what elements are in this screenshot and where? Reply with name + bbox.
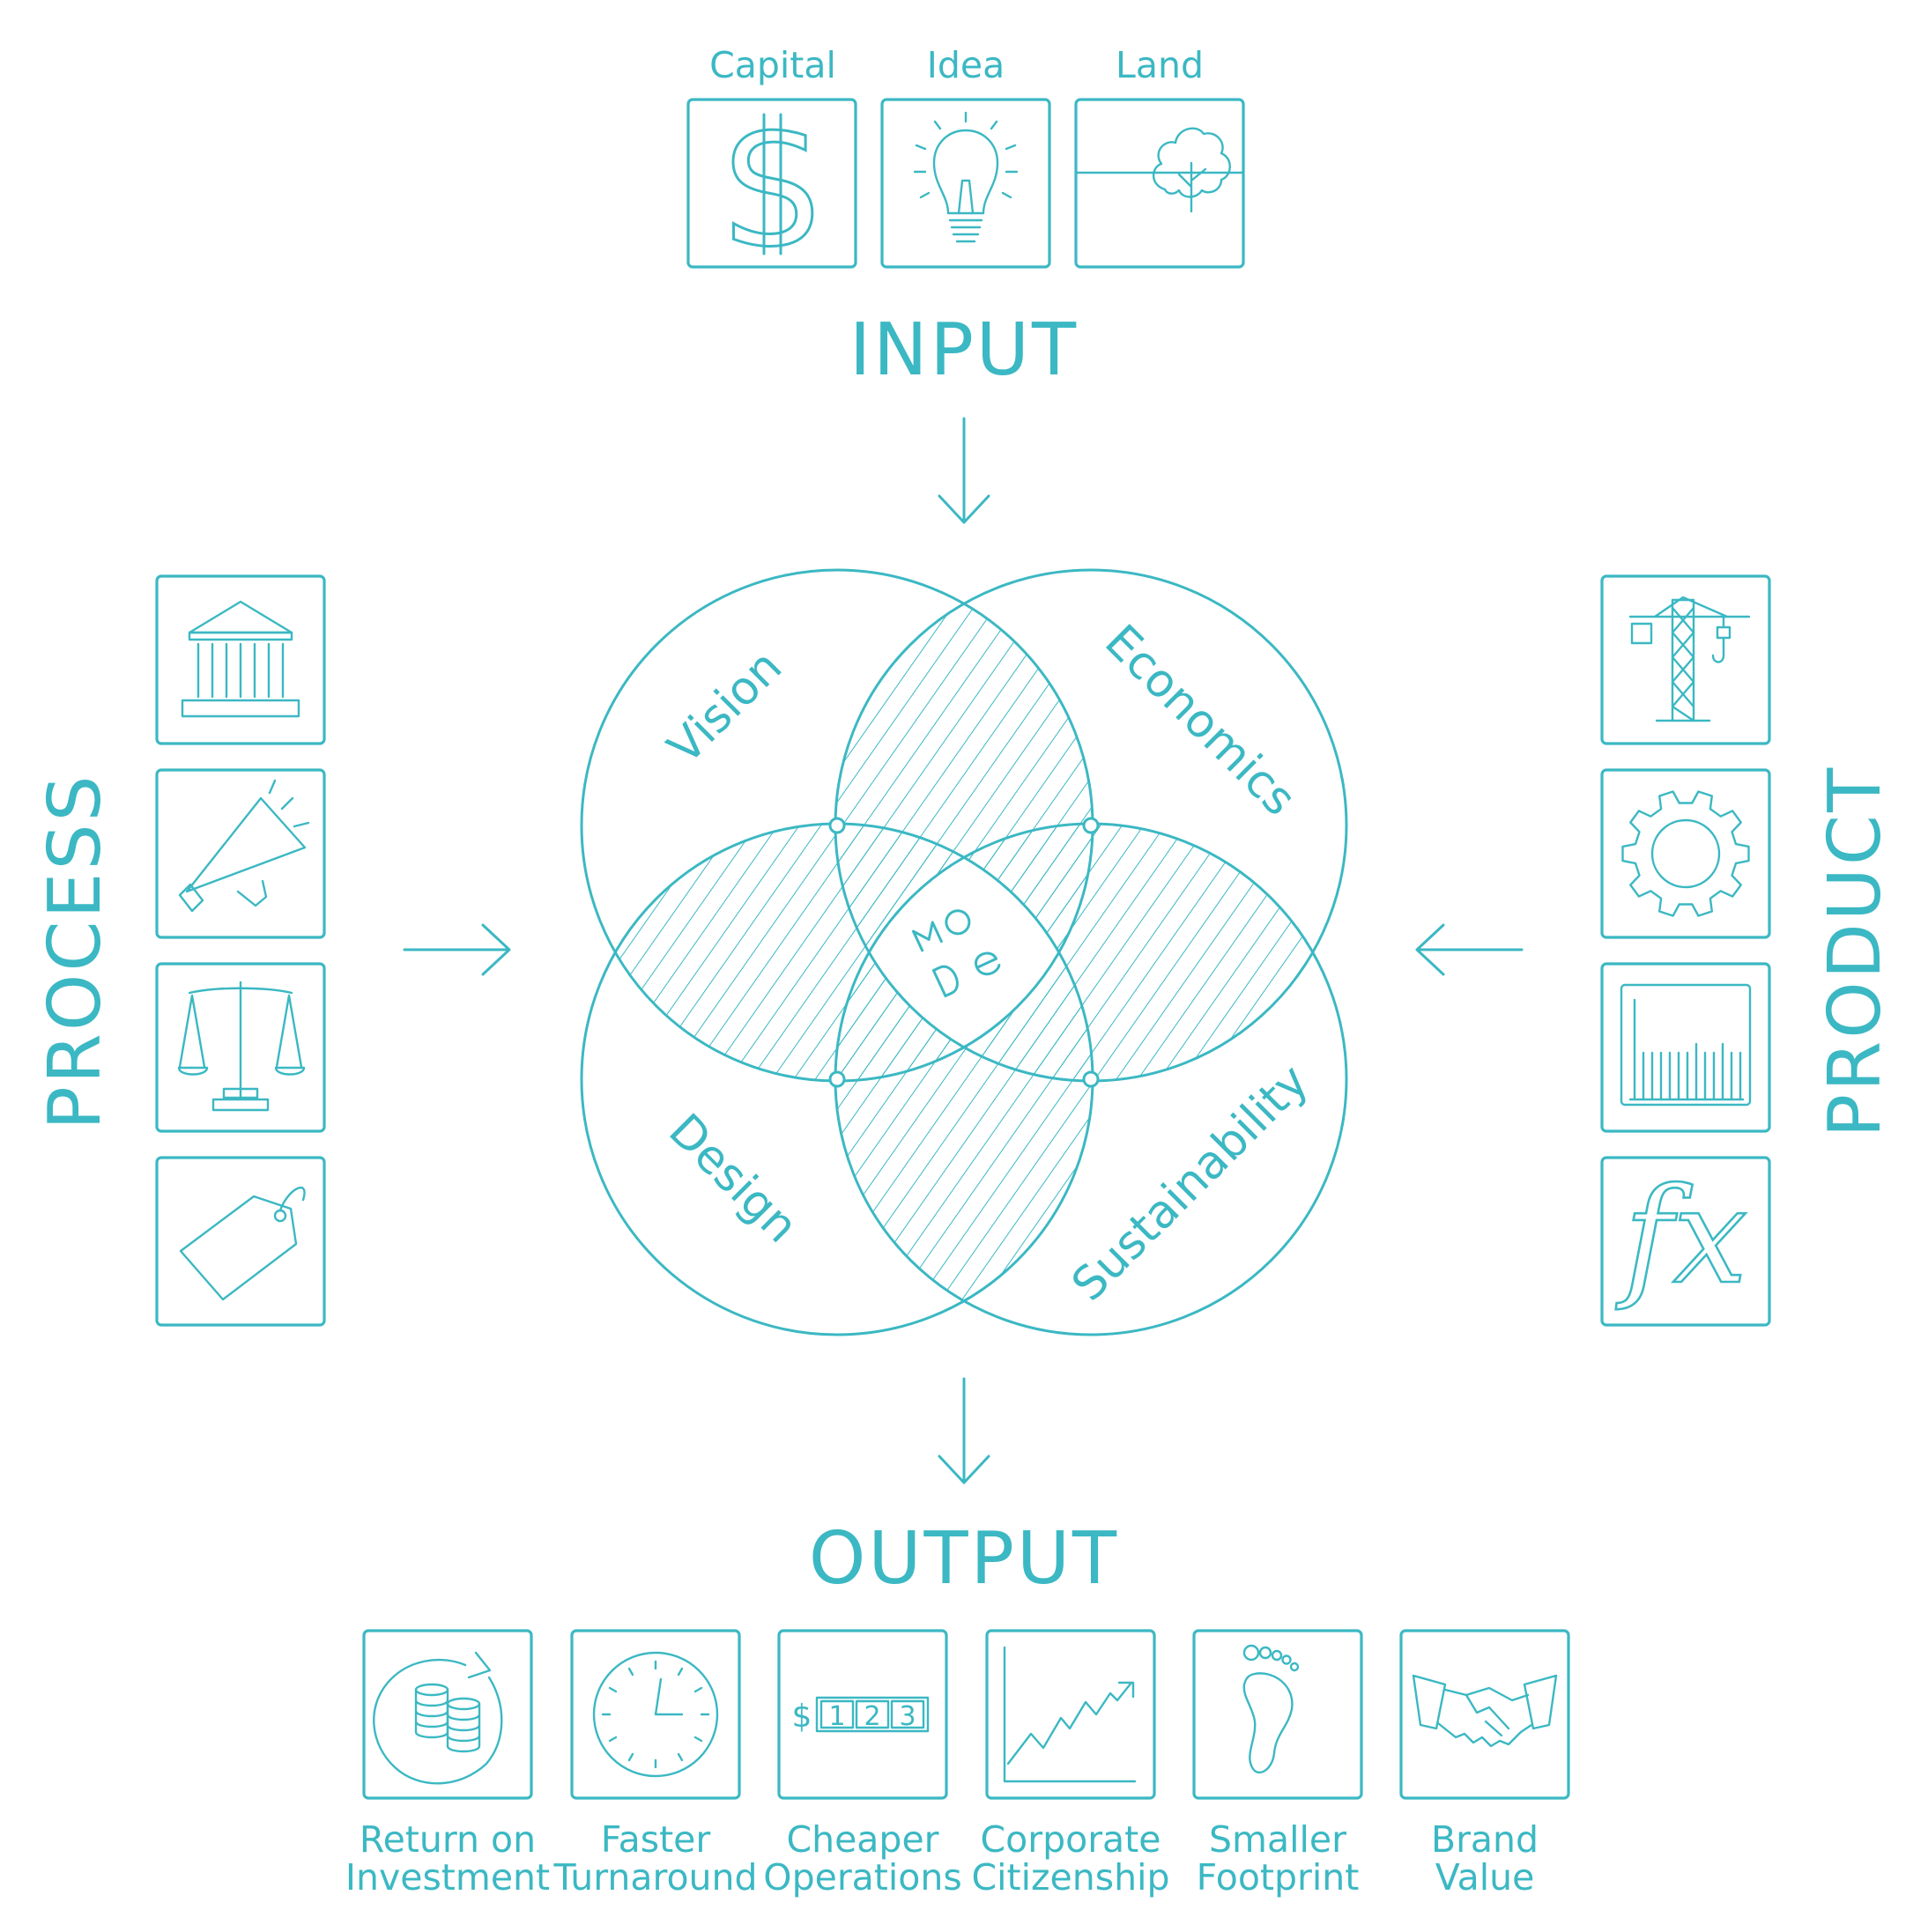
svg-text:$: $: [792, 1699, 812, 1735]
output-label-turnaround-line1: Faster: [601, 1818, 711, 1861]
clock-tick: [677, 1667, 684, 1677]
process-tile-legal: [155, 962, 326, 1133]
clock-tick: [608, 1736, 618, 1743]
output-label-roi-line2: Investment: [345, 1856, 550, 1899]
output-label-footprint-line2: Footprint: [1197, 1856, 1360, 1899]
output-label-operations-line2: Operations: [763, 1856, 961, 1899]
gear-icon: [1621, 790, 1750, 917]
arrow-down-icon: [938, 417, 990, 524]
process-tile-marketing: [155, 768, 326, 939]
venn-label-design: Design: [658, 1104, 807, 1253]
clock-tick: [693, 1686, 703, 1693]
venn-label-vision: Vision: [658, 640, 792, 774]
process-tile-pricing: [155, 1156, 326, 1327]
coins-cycle-icon: [373, 1651, 503, 1785]
output-label-footprint-line1: Smaller: [1209, 1818, 1346, 1861]
output-tile-footprint: [1192, 1629, 1363, 1800]
venn-label-sustainability: Sustainability: [1062, 1055, 1318, 1311]
output-tile-operations: $ 1 2 3: [777, 1629, 948, 1800]
output-label-citizenship-line2: Citizenship: [972, 1856, 1170, 1899]
product-heading: PRODUCT: [1813, 766, 1897, 1137]
capital-tile: S: [686, 98, 857, 283]
government-building-icon: [181, 600, 300, 718]
venn-diagram: Vision Economics Design Sustainability: [580, 568, 1348, 1336]
clock-tick: [677, 1752, 684, 1762]
mode-logo-icon: [911, 909, 1001, 998]
arrow-down-icon: [938, 1377, 990, 1484]
output-tile-turnaround: [570, 1629, 741, 1800]
process-section: PROCESS: [33, 574, 511, 1327]
process-heading: PROCESS: [33, 773, 117, 1129]
handshake-icon: [1412, 1674, 1558, 1748]
land-tile: [1074, 98, 1245, 269]
product-section: PRODUCT: [1415, 574, 1897, 1327]
lightbulb-icon: [913, 111, 1019, 243]
price-tag-icon: [179, 1186, 306, 1301]
output-label-brand-line2: Value: [1435, 1856, 1535, 1899]
arrow-right-icon: [403, 923, 511, 976]
output-tile-citizenship: [985, 1629, 1156, 1800]
svg-text:2: 2: [864, 1701, 880, 1732]
megaphone-icon: [178, 779, 310, 913]
clock-tick: [627, 1752, 634, 1762]
product-tile-finance: fx: [1600, 1156, 1771, 1327]
clock-tick: [608, 1686, 618, 1693]
idea-tile: [880, 98, 1051, 269]
product-tile-analytics: [1600, 962, 1771, 1133]
product-tile-engineering: [1600, 768, 1771, 939]
arrow-left-icon: [1415, 923, 1524, 976]
bar-chart-panel-icon: [1620, 983, 1752, 1107]
input-label-idea: Idea: [927, 44, 1005, 86]
output-section: OUTPUT Return on Investment: [345, 1377, 1570, 1899]
output-label-roi-line1: Return on: [360, 1818, 536, 1861]
clock-tick: [693, 1736, 703, 1743]
meter-counter-icon: $ 1 2 3: [792, 1696, 930, 1735]
output-label-operations-line1: Cheaper: [786, 1818, 938, 1861]
svg-text:3: 3: [899, 1701, 916, 1732]
footprint-icon: [1242, 1644, 1300, 1774]
input-label-land: Land: [1116, 44, 1204, 86]
tree-icon: [1075, 127, 1244, 213]
svg-text:S: S: [723, 102, 820, 281]
svg-text:1: 1: [828, 1701, 845, 1732]
clock-icon: [592, 1651, 719, 1778]
product-tile-construction: [1600, 574, 1771, 745]
trend-chart-icon: [1003, 1646, 1137, 1783]
output-label-turnaround-line2: Turnaround: [552, 1856, 757, 1899]
input-section: Capital Idea Land S: [686, 44, 1245, 524]
clock-tick: [627, 1667, 634, 1677]
output-label-brand-line1: Brand: [1431, 1818, 1539, 1861]
process-tile-government: [155, 574, 326, 745]
venn-intersection-dots: [828, 817, 1100, 1088]
scales-icon: [177, 981, 306, 1112]
output-label-citizenship-line1: Corporate: [981, 1818, 1161, 1861]
output-heading: OUTPUT: [809, 1517, 1119, 1601]
output-tile-roi: [362, 1629, 533, 1800]
dollar-icon: S: [722, 101, 822, 283]
construction-crane-icon: [1628, 596, 1751, 722]
output-tile-brand: [1399, 1629, 1570, 1800]
function-fx-icon: fx: [1615, 1160, 1747, 1314]
input-heading: INPUT: [849, 308, 1079, 392]
input-label-capital: Capital: [709, 44, 836, 86]
